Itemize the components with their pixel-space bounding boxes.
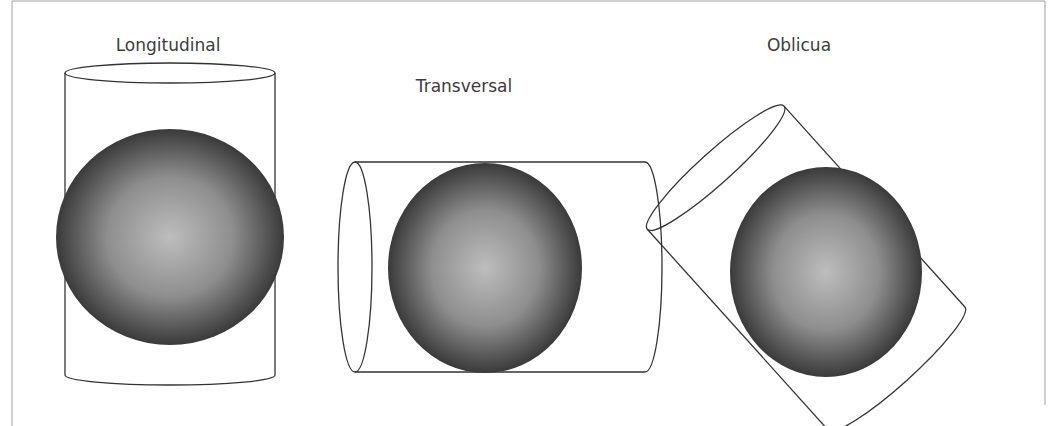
- oblique-cylinder: [637, 94, 976, 426]
- sphere: [388, 163, 582, 373]
- view-label: Oblicua: [761, 33, 837, 57]
- sphere: [56, 129, 284, 345]
- view-label: Transversal: [410, 74, 518, 98]
- view-label: Longitudinal: [110, 33, 227, 57]
- sphere: [730, 167, 922, 377]
- transversal-cylinder: [338, 162, 662, 372]
- frame-lines: [12, 1, 1045, 426]
